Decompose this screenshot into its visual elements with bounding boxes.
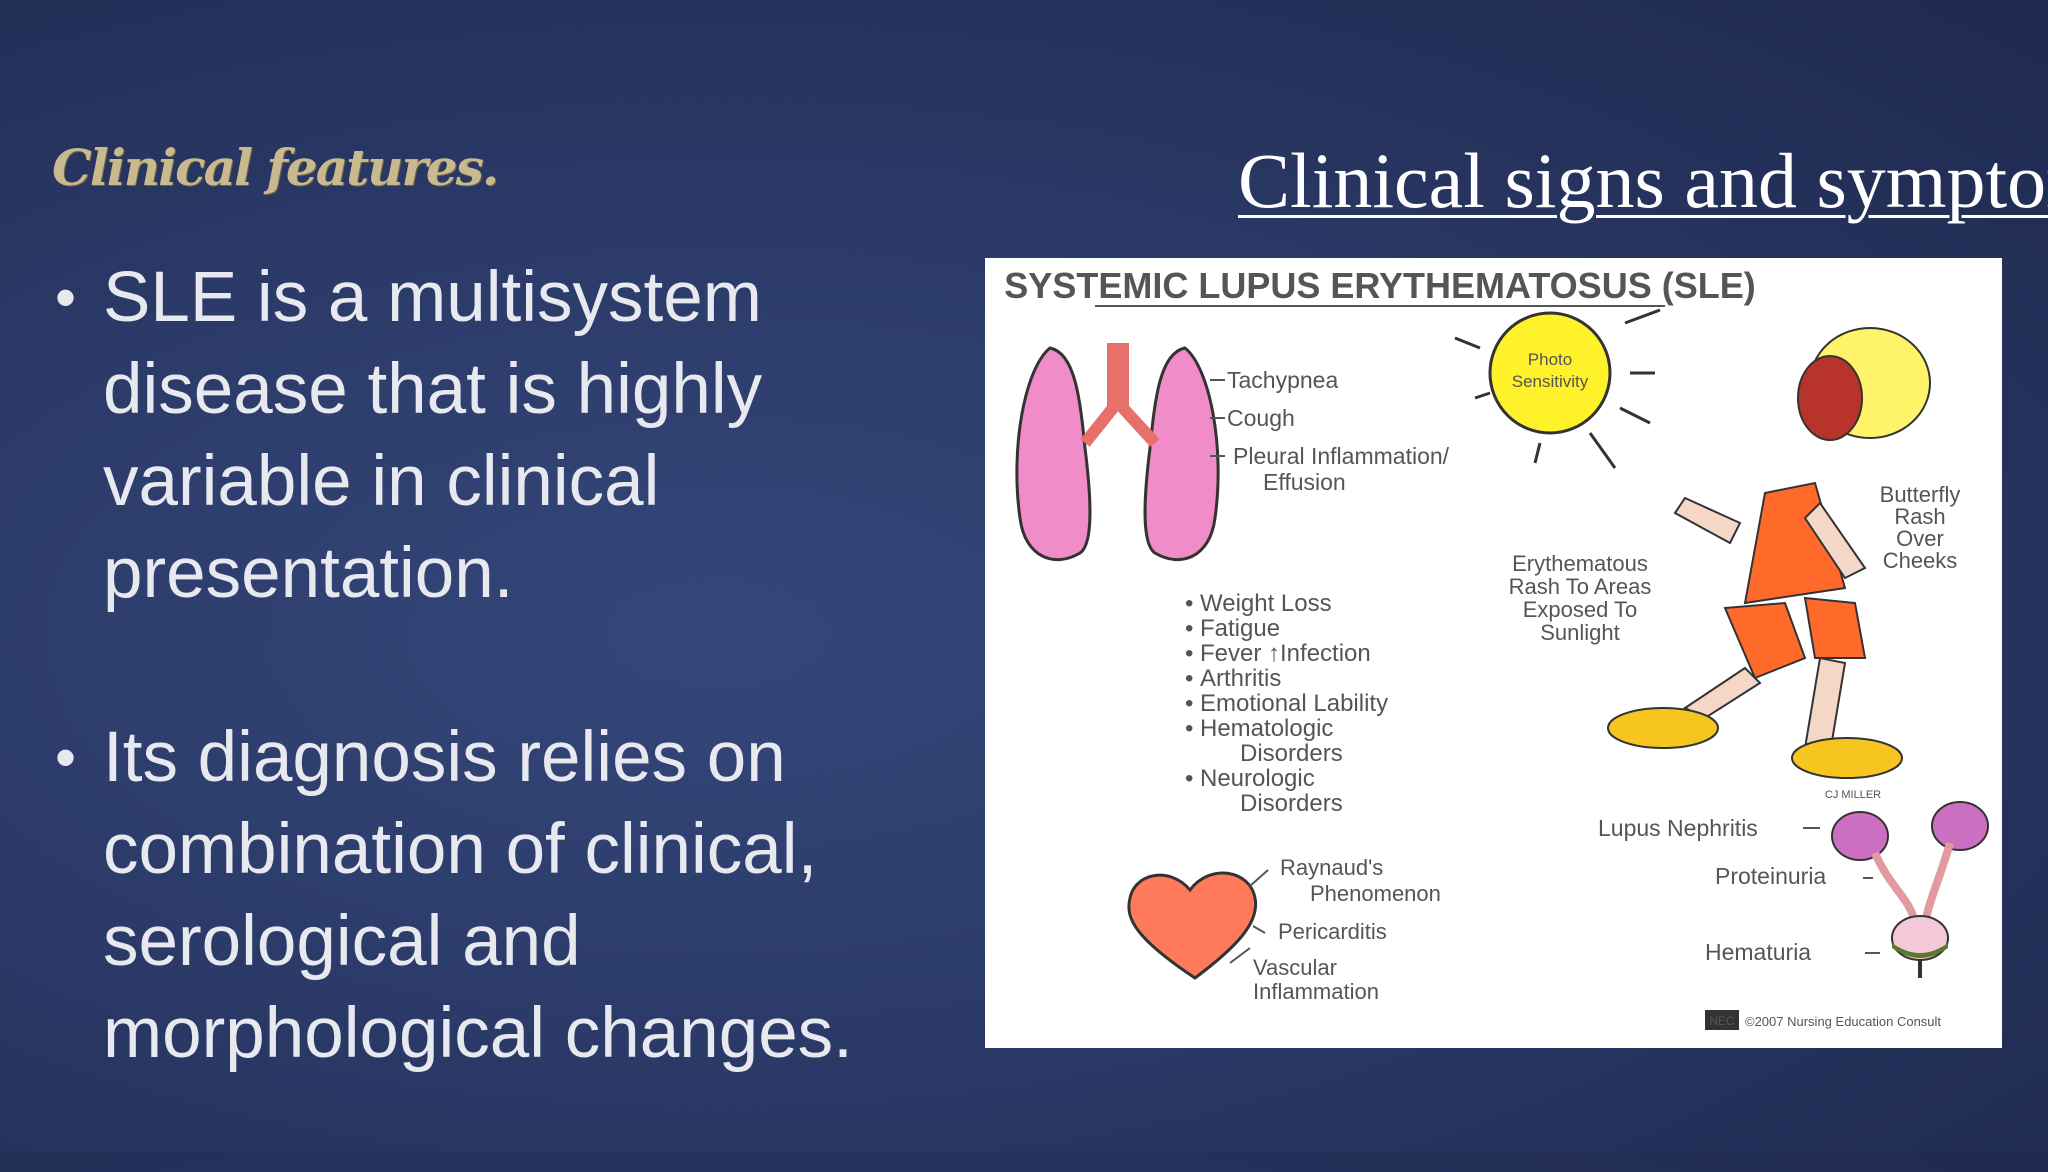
bullet-list: • SLE is a multisystem disease that is h…: [55, 252, 955, 1172]
bullet-text: Its diagnosis relies on combination of c…: [103, 718, 853, 1073]
label-vascular: Vascular: [1253, 955, 1337, 980]
bullet-text: SLE is a multisystem disease that is hig…: [103, 258, 763, 613]
nec-logo-icon: [1705, 1010, 1739, 1030]
symptom-bullet-icon: •: [1185, 640, 1193, 667]
patient-figure-icon: [1607, 327, 1931, 779]
symptom-hematologic-2: Disorders: [1240, 740, 1343, 767]
symptom-weight-loss: Weight Loss: [1200, 590, 1332, 617]
heart-icon: [1127, 871, 1258, 980]
systemic-symptom-list: • Weight Loss • Fatigue • Fever ↑Infecti…: [1185, 590, 1388, 817]
copyright: ©2007 Nursing Education Consult: [1745, 1014, 1941, 1029]
label-butterfly-1: Butterfly: [1880, 482, 1961, 507]
symptom-fever: Fever ↑Infection: [1200, 640, 1371, 667]
kidneys-icon: [1831, 801, 1989, 978]
figure-heading: Clinical signs and symptoms: [1238, 137, 2048, 224]
label-phenomenon: Phenomenon: [1310, 881, 1441, 906]
label-photo: Photo: [1528, 350, 1572, 369]
bullet-item: • Its diagnosis relies on combination of…: [55, 712, 955, 1080]
label-raynauds: Raynaud's: [1280, 855, 1383, 880]
symptom-fatigue: Fatigue: [1200, 615, 1280, 642]
lungs-icon: [1015, 343, 1220, 562]
symptom-hematologic: Hematologic: [1200, 715, 1333, 742]
symptom-bullet-icon: •: [1185, 590, 1193, 617]
symptom-arthritis: Arthritis: [1200, 665, 1281, 692]
figure-title: SYSTEMIC LUPUS ERYTHEMATOSUS (SLE): [1004, 265, 1755, 306]
symptom-bullet-icon: •: [1185, 665, 1193, 692]
label-butterfly-3: Over: [1896, 526, 1944, 551]
label-inflammation: Inflammation: [1253, 979, 1379, 1004]
symptom-bullet-icon: •: [1185, 765, 1193, 792]
sun-icon: [1454, 308, 1661, 469]
artist-signature: CJ MILLER: [1825, 789, 1881, 801]
label-butterfly-4: Cheeks: [1883, 548, 1958, 573]
label-butterfly-2: Rash: [1894, 504, 1945, 529]
bullet-dot-icon: •: [55, 264, 77, 331]
label-rash-1: Erythematous: [1512, 551, 1648, 576]
symptom-neurologic-2: Disorders: [1240, 790, 1343, 817]
symptom-bullet-icon: •: [1185, 615, 1193, 642]
bullet-dot-icon: •: [55, 724, 77, 791]
label-sensitivity: Sensitivity: [1512, 372, 1589, 391]
label-rash-3: Exposed To: [1523, 597, 1638, 622]
slide-title: Clinical features.: [52, 138, 499, 197]
symptom-bullet-icon: •: [1185, 690, 1193, 717]
label-effusion: Effusion: [1263, 469, 1346, 495]
label-hematuria: Hematuria: [1705, 939, 1811, 965]
label-tachypnea: Tachypnea: [1227, 367, 1338, 393]
label-cough: Cough: [1227, 405, 1295, 431]
sle-illustration: SYSTEMIC LUPUS ERYTHEMATOSUS (SLE) Tachy…: [985, 258, 2002, 1048]
label-pericarditis: Pericarditis: [1278, 919, 1387, 944]
symptom-neurologic: Neurologic: [1200, 765, 1315, 792]
sle-illustration-svg: SYSTEMIC LUPUS ERYTHEMATOSUS (SLE) Tachy…: [1004, 265, 1989, 1030]
label-rash-2: Rash To Areas: [1509, 574, 1652, 599]
nec-logo-text: NEC: [1709, 1014, 1735, 1028]
label-lupus-nephritis: Lupus Nephritis: [1598, 815, 1758, 841]
label-pleural: Pleural Inflammation/: [1233, 443, 1450, 469]
bullet-item: • SLE is a multisystem disease that is h…: [55, 252, 955, 620]
label-proteinuria: Proteinuria: [1715, 863, 1826, 889]
label-rash-4: Sunlight: [1540, 620, 1620, 645]
symptom-bullet-icon: •: [1185, 715, 1193, 742]
symptom-emotional: Emotional Lability: [1200, 690, 1388, 717]
